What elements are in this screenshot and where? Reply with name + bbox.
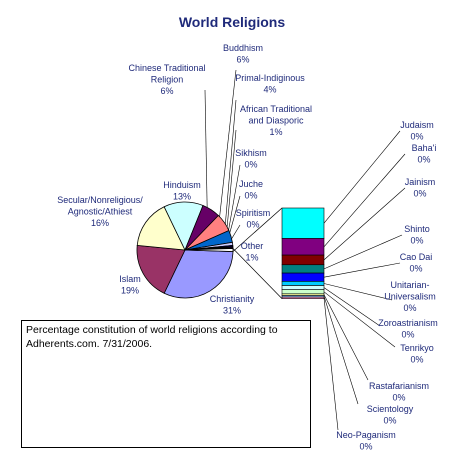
bar-segment-shinto (281, 264, 325, 274)
chart-note: Percentage constitution of world religio… (21, 320, 311, 448)
leader-line-tenrikyo (323, 291, 396, 348)
leader-line-rastafarianism (323, 294, 369, 381)
leader-line-baha-i (323, 153, 406, 247)
pie-slices (136, 201, 234, 299)
leader-line-primal-indiginous (223, 99, 237, 239)
pie-slice-christianity (163, 249, 234, 299)
connector-line-top (232, 207, 283, 252)
bar-segment-cao-dai (281, 272, 325, 282)
chart-title: World Religions (179, 14, 286, 30)
leader-line-chinese-traditional-religion (204, 89, 208, 216)
bar-segment-neo-paganism (281, 296, 325, 299)
leader-line-scientology (323, 296, 359, 405)
pie-slice-secular-nonreligious-agnostic-athiest (136, 206, 186, 251)
leader-line-unitarian-universalism (323, 283, 393, 301)
bar-segment-unitarian-universalism (281, 281, 325, 286)
leader-lines (204, 69, 406, 431)
leader-line-african-traditional-and-diasporic (225, 129, 237, 245)
leader-line-judaism (323, 130, 401, 224)
leader-line-jainism (323, 187, 406, 261)
bar-segment-judaism (281, 207, 325, 239)
bar-segment-tenrikyo (281, 289, 325, 295)
leader-line-zoroastrianism (323, 287, 381, 327)
leader-line-shinto (323, 234, 403, 270)
leader-line-neo-paganism (323, 297, 339, 431)
bar-segment-baha-i (281, 238, 325, 256)
pie-slice-islam (136, 244, 186, 294)
bar-segment-zoroastrianism (281, 285, 325, 290)
bar-segment-jainism (281, 254, 325, 266)
pie-slice-other (184, 248, 234, 252)
leader-line-cao-dai (323, 262, 401, 278)
other-breakdown-bar (281, 207, 325, 299)
leader-line-buddhism (218, 69, 237, 227)
connector-line-bottom (232, 248, 283, 299)
